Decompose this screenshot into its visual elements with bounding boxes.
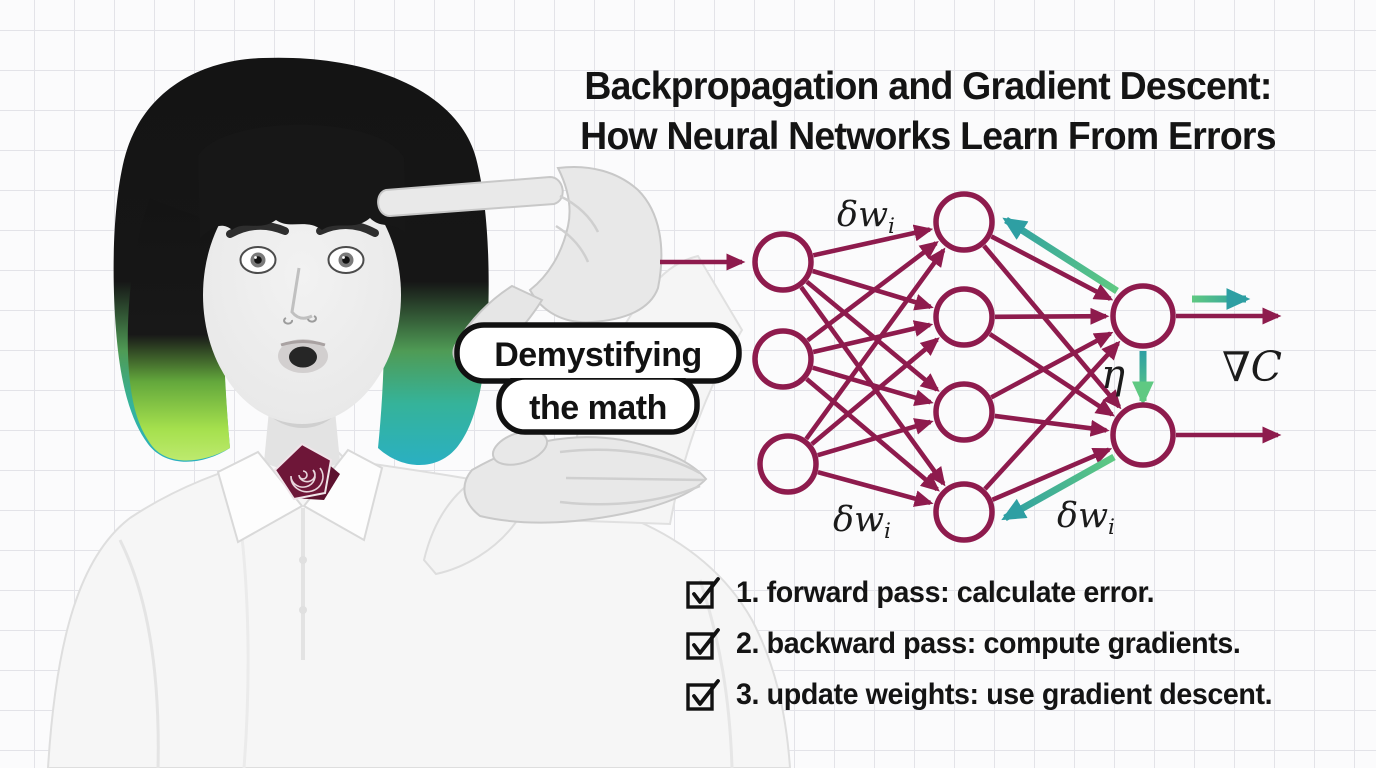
eye-left	[239, 246, 277, 274]
edge-H1-O2	[982, 244, 1122, 410]
neuron-H2	[933, 286, 995, 348]
label-delta-w-bottom-left: δwi	[833, 500, 891, 544]
edge-H1-O1	[990, 234, 1114, 301]
edge-H3-O1	[990, 331, 1114, 400]
label-delta-w-bottom-right: δwi	[1057, 496, 1115, 540]
edge-I1-H2	[811, 268, 934, 311]
mouth-surprised	[278, 339, 328, 373]
bubble-line-1: Demystifying	[494, 336, 702, 374]
checklist-item-label: 1. forward pass: calculate error.	[736, 576, 1155, 609]
edge-I2-H3	[812, 365, 934, 406]
face	[198, 124, 406, 424]
bubble-line-2: the math	[529, 389, 667, 427]
backprop-arrow-top	[1002, 217, 1119, 294]
checklist: 1. forward pass: calculate error. 2. bac…	[686, 576, 1289, 712]
neuron-H4	[933, 481, 995, 543]
edge-I2-H1	[806, 241, 939, 343]
neuron-H3	[933, 381, 995, 443]
label-eta: η	[1101, 352, 1125, 398]
edge-I1-H1	[812, 224, 934, 258]
neuron-I2	[752, 328, 814, 390]
edge-I2-H4	[805, 377, 940, 492]
edge-I1-H3	[805, 280, 940, 392]
edge-I2-H2	[812, 320, 934, 355]
index-finger	[377, 175, 564, 218]
checklist-item-3: 3. update weights: use gradient descent.	[686, 678, 1289, 712]
checklist-item-label: 3. update weights: use gradient descent.	[736, 678, 1273, 711]
edge-H4-O2	[991, 447, 1113, 502]
checklist-item-label: 2. backward pass: compute gradients.	[736, 627, 1241, 660]
pointing-hand	[422, 430, 708, 576]
edge-I3-H1	[804, 247, 946, 441]
checked-checkbox-icon	[686, 628, 720, 660]
checklist-item-1: 1. forward pass: calculate error.	[686, 576, 1289, 610]
neuron-I3	[757, 433, 819, 495]
checked-checkbox-icon	[686, 679, 720, 711]
edge-I3-H2	[810, 337, 940, 446]
title-line-1: Backpropagation and Gradient Descent:	[584, 65, 1272, 108]
label-nabla-c: ∇C	[1222, 343, 1282, 391]
neuron-O2	[1110, 402, 1176, 468]
bangs	[198, 124, 406, 238]
edge-H2-O2	[988, 332, 1115, 417]
edge-H4-O1	[983, 340, 1121, 491]
neuron-I1	[752, 231, 814, 293]
rose-brooch	[273, 442, 340, 501]
woman-photo	[46, 57, 792, 768]
title-line-2: How Neural Networks Learn From Errors	[580, 115, 1276, 158]
checked-checkbox-icon	[686, 577, 720, 609]
eye-right	[327, 246, 365, 274]
thumb-lower	[491, 430, 549, 466]
edge-I3-H3	[817, 418, 934, 458]
backprop-arrow-bottom	[1001, 453, 1116, 522]
main-title: Backpropagation and Gradient Descent: Ho…	[554, 62, 1303, 162]
edge-H3-O2	[994, 413, 1110, 437]
label-delta-w-top: δwi	[837, 195, 895, 239]
edge-H2-O1	[994, 307, 1110, 325]
neck-shadow	[270, 406, 334, 428]
checklist-item-2: 2. backward pass: compute gradients.	[686, 627, 1289, 661]
neuron-H1	[933, 191, 995, 253]
neuron-O1	[1110, 283, 1176, 349]
nose	[290, 267, 313, 320]
speech-bubble: Demystifying the math	[454, 322, 742, 435]
edge-I3-H4	[817, 469, 934, 507]
